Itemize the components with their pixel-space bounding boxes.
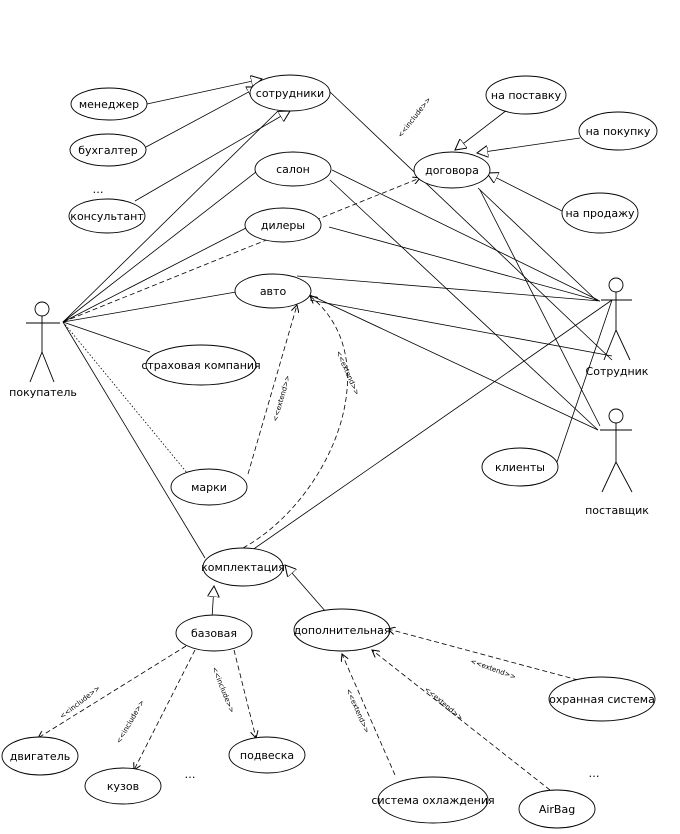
assoc-supplier-salon <box>330 180 598 430</box>
assoc-employee-auto <box>297 276 600 301</box>
assoc-buyer-dealers <box>63 228 246 322</box>
use-case-insurance[interactable]: страховая компания <box>141 345 261 385</box>
ellipsis-bottom: … <box>185 768 196 781</box>
assoc-buyer-configuration <box>63 322 205 558</box>
assoc-employee-dealers <box>329 227 600 301</box>
dep-basic-engine <box>38 646 186 738</box>
use-case-engine[interactable]: двигатель <box>2 737 78 775</box>
stereotype-basic-suspension: <<include>> <box>210 666 236 714</box>
use-case-employees[interactable]: сотрудники <box>250 75 330 111</box>
assoc-employee-contracts <box>478 188 596 300</box>
use-case-salon[interactable]: салон <box>255 152 331 186</box>
use-case-dealers[interactable]: дилеры <box>245 208 321 242</box>
gen-additional-configuration <box>285 565 326 612</box>
use-case-suspension[interactable]: подвеска <box>229 737 305 773</box>
assoc-employee-auto2 <box>310 300 612 356</box>
actor-buyer-label: покупатель <box>9 386 77 399</box>
use-case-label: дополнительная <box>294 624 391 637</box>
assoc-buyer-auto <box>63 292 236 322</box>
use-case-configuration[interactable]: комплектация <box>201 548 285 586</box>
assoc-supplier-clients <box>557 300 612 462</box>
gen-supply-contracts <box>455 110 507 150</box>
use-case-label: менеджер <box>79 98 139 111</box>
use-case-label: базовая <box>191 627 237 640</box>
use-case-clients[interactable]: клиенты <box>482 448 558 486</box>
use-case-label: марки <box>191 481 227 494</box>
use-case-label: на покупку <box>586 125 651 138</box>
use-case-brands[interactable]: марки <box>171 469 247 505</box>
dep-configuration-auto <box>243 296 348 548</box>
use-case-airbag[interactable]: AirBag <box>519 790 595 828</box>
dep-basic-body <box>134 650 195 770</box>
gen-sale-contracts <box>487 173 562 211</box>
use-case-label: дилеры <box>261 219 305 232</box>
ellipsis-top: … <box>93 183 104 196</box>
use-case-contracts[interactable]: договора <box>414 152 490 188</box>
assoc-buyer-brands <box>63 322 188 474</box>
use-case-label: система охлаждения <box>371 794 494 807</box>
use-case-label: авто <box>260 285 287 298</box>
assoc-employee-salon <box>332 170 598 300</box>
dep-cooling-additional <box>342 654 395 775</box>
use-case-manager[interactable]: менеджер <box>71 88 147 120</box>
assoc-buyer-salon <box>63 172 256 322</box>
use-case-additional[interactable]: дополнительная <box>294 609 391 651</box>
use-case-basic[interactable]: базовая <box>176 615 252 651</box>
use-case-label: кузов <box>107 780 139 793</box>
use-case-label: страховая компания <box>141 359 260 372</box>
gen-accountant-employees <box>146 87 258 147</box>
assoc-supplier-auto <box>310 295 598 430</box>
stereotype-cooling-additional: <<extend>> <box>344 688 371 735</box>
use-case-label: бухгалтер <box>78 144 138 157</box>
assoc-supplier-contracts <box>480 190 600 426</box>
stereotype-configuration-auto: <<extend>> <box>334 350 361 397</box>
use-case-consultant[interactable]: консультант <box>69 199 145 233</box>
dep-basic-suspension <box>234 650 256 738</box>
use-case-label: охранная система <box>549 693 655 706</box>
use-case-label: подвеска <box>240 749 294 762</box>
dep-airbag-additional <box>372 650 550 790</box>
assoc-buyer-employees <box>63 111 278 322</box>
use-case-label: консультант <box>70 210 144 223</box>
use-case-accountant[interactable]: бухгалтер <box>70 134 146 166</box>
dep-buyer-contracts <box>63 178 420 322</box>
use-case-for-supply[interactable]: на поставку <box>486 76 566 114</box>
stereotype-airbag-additional: <<extend>> <box>423 685 465 722</box>
use-case-label: на продажу <box>565 207 635 220</box>
use-case-label: договора <box>425 164 479 177</box>
stereotype-buyer-contracts: <<include>> <box>396 96 432 140</box>
use-case-label: комплектация <box>201 561 285 574</box>
use-case-security-system[interactable]: охранная система <box>549 677 655 721</box>
dep-brands-auto <box>248 305 297 474</box>
gen-consultant-employees <box>135 111 290 201</box>
use-case-label: AirBag <box>539 803 575 816</box>
actor-employee[interactable] <box>601 278 632 360</box>
assoc-buyer-insurance <box>63 322 150 352</box>
actor-supplier[interactable] <box>600 409 632 492</box>
use-case-label: сотрудники <box>256 87 324 100</box>
use-case-label: клиенты <box>495 461 545 474</box>
use-case-auto[interactable]: авто <box>235 274 311 308</box>
assoc-employee-employees <box>330 92 612 360</box>
gen-purchase-contracts <box>477 138 580 153</box>
use-case-label: двигатель <box>10 750 70 763</box>
stereotype-brands-auto: <<extend>> <box>271 374 292 422</box>
stereotype-security-additional: <<extend>> <box>469 657 517 681</box>
use-case-label: салон <box>276 163 310 176</box>
ellipsis-right: … <box>589 767 600 780</box>
gen-basic-configuration <box>212 586 214 618</box>
actor-supplier-label: поставщик <box>585 504 649 517</box>
use-case-body[interactable]: кузов <box>85 768 161 804</box>
gen-manager-employees <box>147 79 262 104</box>
use-case-for-sale[interactable]: на продажу <box>562 193 638 233</box>
actor-buyer[interactable] <box>26 302 60 382</box>
use-case-cooling-system[interactable]: система охлаждения <box>371 777 495 823</box>
stereotype-basic-body: <<include>> <box>115 699 146 745</box>
actor-employee-label: Сотрудник <box>586 365 649 378</box>
assoc-employee-configuration <box>245 300 612 555</box>
use-case-for-purchase[interactable]: на покупку <box>579 112 657 150</box>
dep-security-additional <box>388 629 578 680</box>
use-case-label: на поставку <box>491 89 562 102</box>
